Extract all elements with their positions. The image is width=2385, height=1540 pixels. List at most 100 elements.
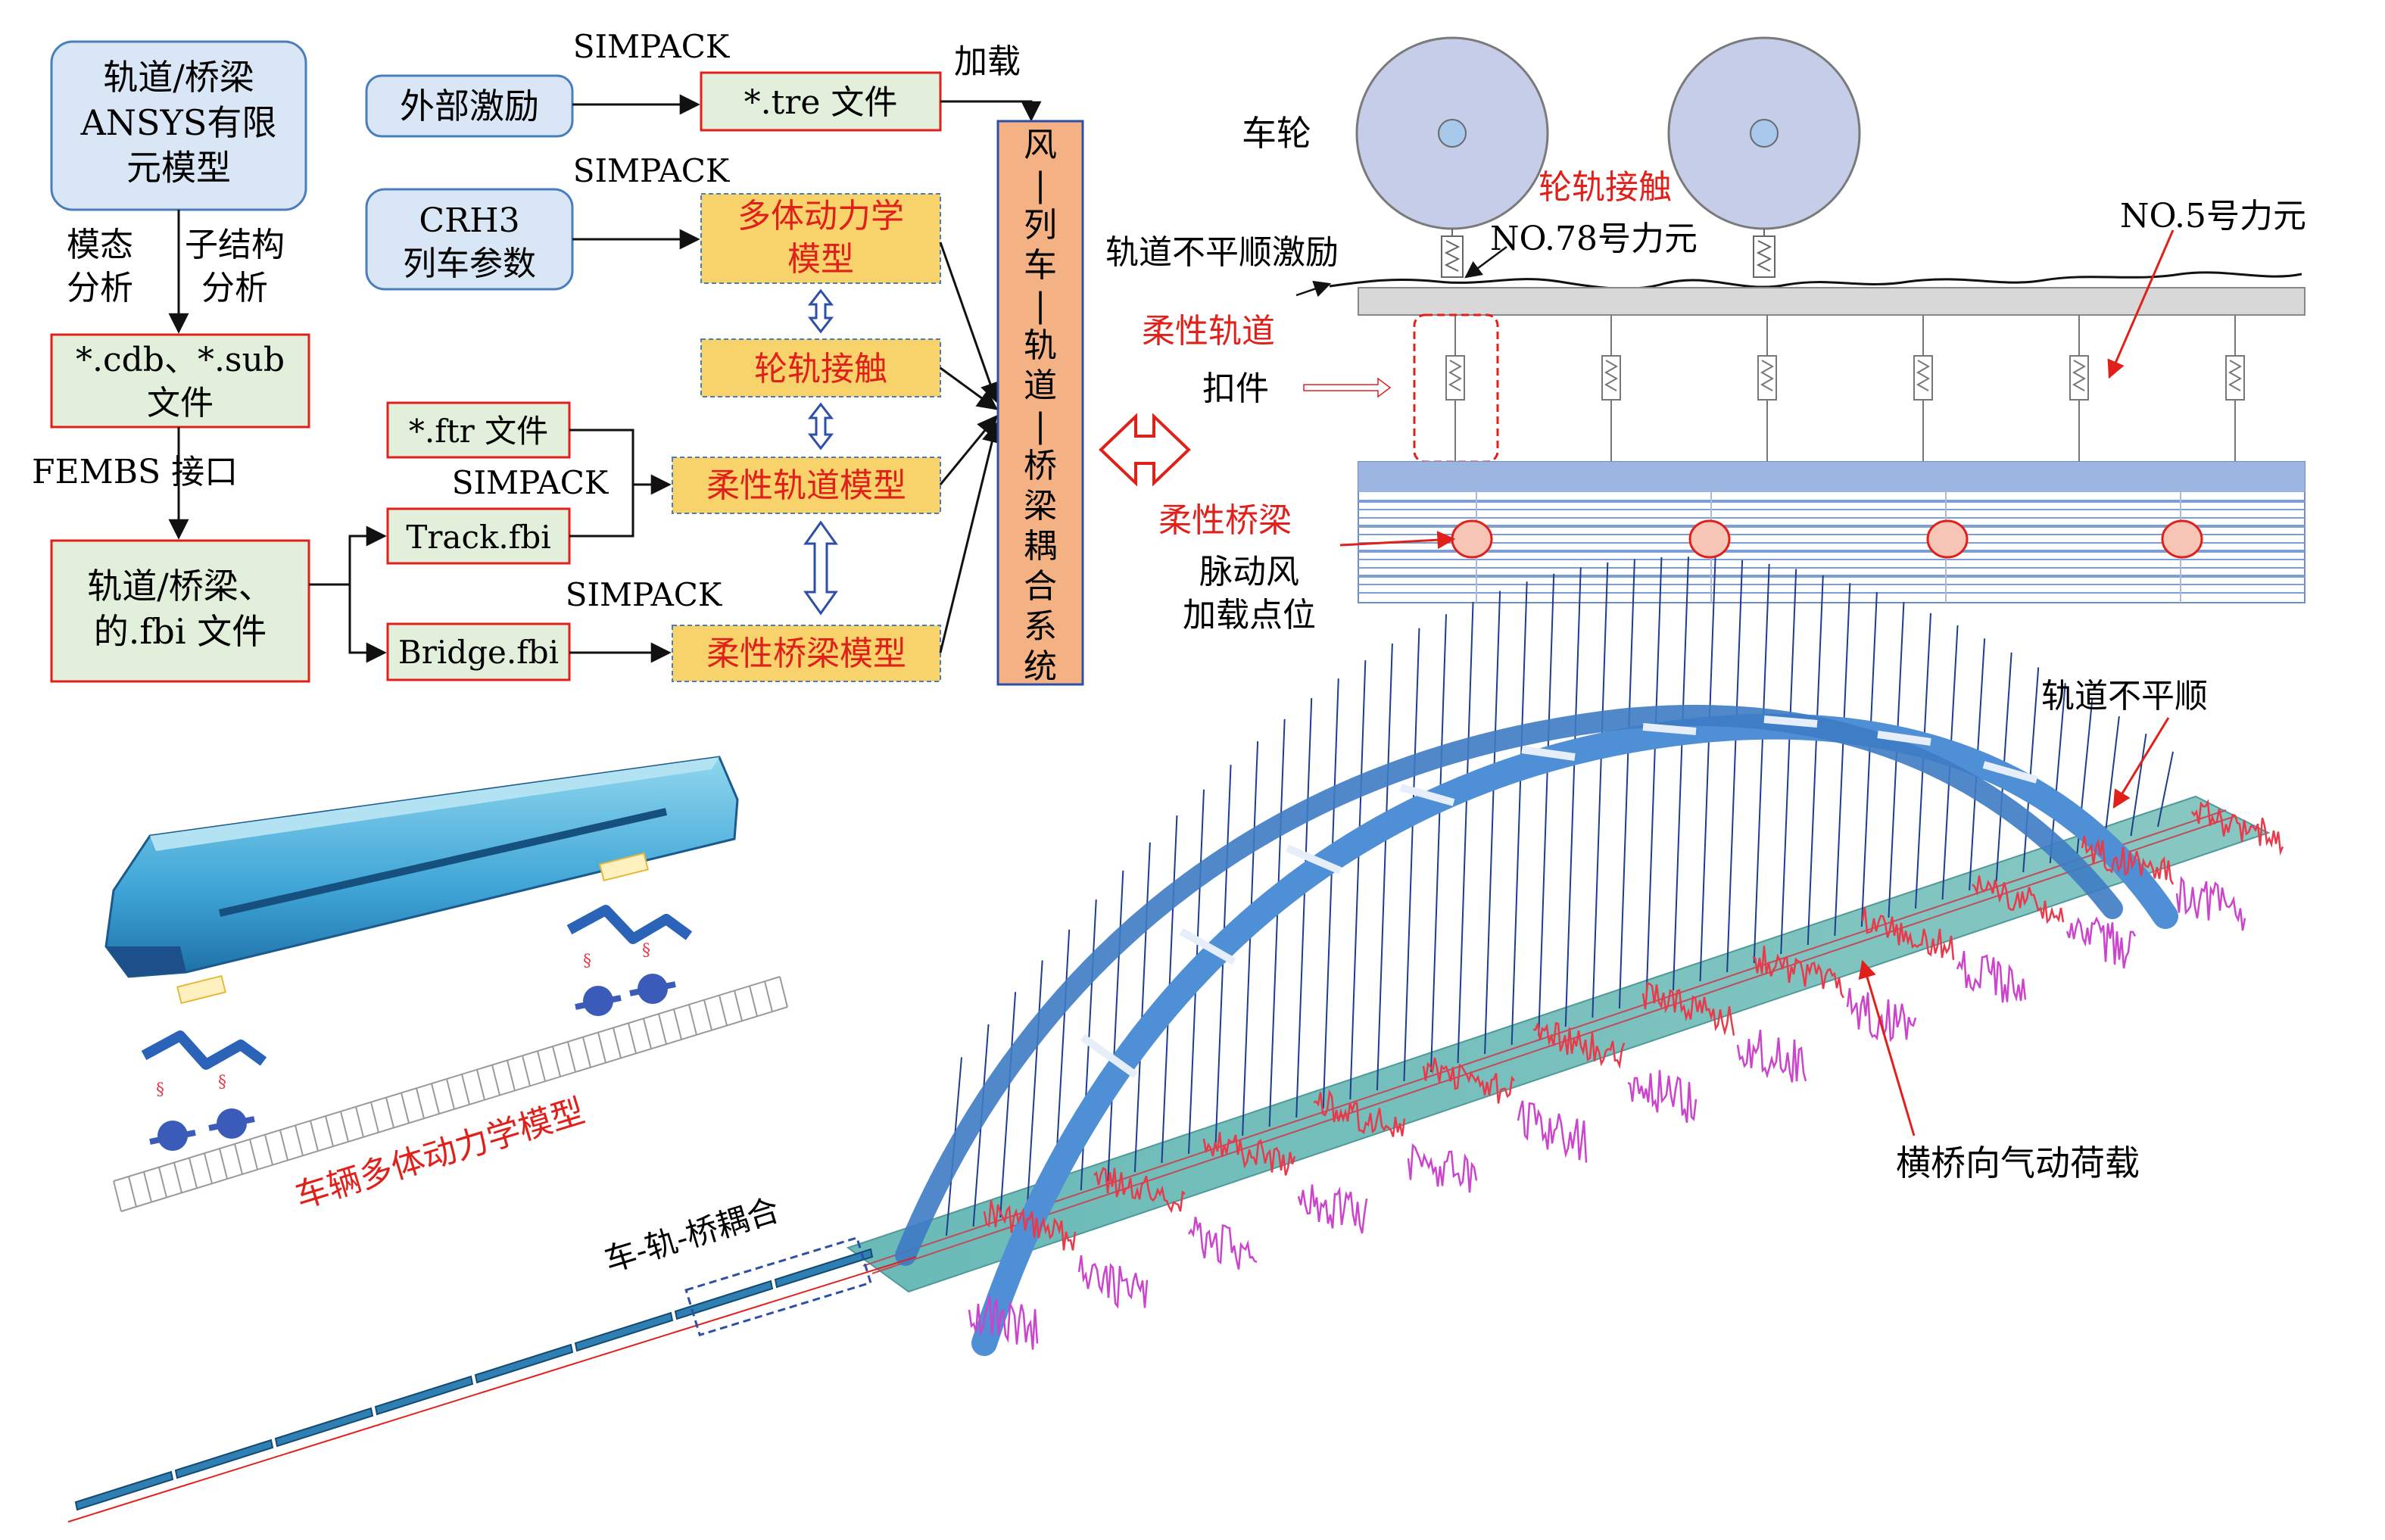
fastener-spring [1913, 315, 1933, 462]
rail-track-3d [113, 976, 788, 1212]
simpack-label-track: SIMPACK [452, 464, 610, 501]
fembs-interface-label: FEMBS 接口 [32, 453, 238, 491]
vehicle-multibody-model-label: 车辆多体动力学模型 [291, 1092, 589, 1217]
track-bridge-schematic: 车轮 轮轨接触 NO.78号力元 轨道不平顺激励 NO.5号力元 柔性轨道 扣件 [1105, 36, 2306, 634]
train-car [574, 1311, 674, 1352]
bridge-girder [1358, 461, 2306, 603]
svg-text:§: § [583, 952, 591, 971]
ftr-file-text: *.ftr 文件 [409, 413, 548, 450]
wheel-1 [1355, 36, 1549, 230]
svg-text:§: § [218, 1073, 226, 1092]
external-excitation-box: 外部激励 [365, 74, 574, 138]
bridge-fbi-text: Bridge.fbi [398, 634, 559, 671]
arrows-to-coupling [939, 242, 1002, 653]
arch-rib-inner [895, 704, 2123, 1266]
fastener-spring [2069, 315, 2089, 462]
flexible-track-box: 柔性轨道模型 [672, 457, 941, 514]
wind-load-point [1926, 519, 1969, 559]
flexible-track-text: 柔性轨道模型 [706, 466, 906, 505]
track-fbi-box: Track.fbi [386, 507, 571, 565]
no5-force-element-label: NO.5号力元 [2120, 197, 2306, 235]
wheel-2 [1667, 36, 1861, 230]
substructure-analysis-label: 子结构分析 [185, 226, 285, 307]
wheel-label: 车轮 [1242, 113, 1311, 154]
train-car [674, 1280, 774, 1320]
modal-analysis-label: 模态分析 [67, 226, 133, 307]
arch-bracing [1080, 715, 2038, 1079]
fbi-file-text: 轨道/桥梁、的.fbi 文件 [87, 566, 273, 652]
train-car-body [104, 756, 739, 978]
coupled-3d-scene: §§ §§ 车辆多体动力学模型 车-轨-桥耦合 轨道不平顺 [67, 556, 2284, 1523]
vehicle-track-bridge-coupling-label: 车-轨-桥耦合 [600, 1191, 784, 1280]
arrow-no78 [1464, 245, 1507, 279]
arrow-wind-point [1339, 531, 1456, 550]
coupling-system-text: 风|列车|轨道|桥梁耦合系统 [1024, 126, 1057, 686]
track-fbi-text: Track.fbi [406, 519, 550, 556]
train-car [74, 1470, 174, 1511]
load-label: 加载 [954, 42, 1021, 81]
bridge-fbi-box: Bridge.fbi [386, 622, 571, 681]
wind-load-point-label: 脉动风加载点位 [1183, 553, 1316, 634]
fasteners [1445, 315, 2245, 462]
tre-file-text: *.tre 文件 [744, 83, 898, 122]
big-double-arrow [1099, 413, 1191, 487]
fastener-spring [1601, 315, 1621, 462]
train-car [274, 1407, 374, 1448]
arrow-irregularity [1295, 280, 1332, 298]
bogie-rear: §§ [141, 974, 267, 1151]
ftr-file-box: *.ftr 文件 [386, 401, 571, 459]
multibody-model-text: 多体动力学模型 [737, 197, 904, 279]
wheel-rail-contact-box: 轮轨接触 [700, 338, 941, 397]
arch-rib-outer [971, 713, 2178, 1356]
irregularity-curve [1329, 271, 2302, 290]
arrow-aero-load [1858, 959, 1916, 1136]
rail-bar [1358, 287, 2306, 316]
fastener-spring [1445, 315, 1465, 462]
flexible-bridge-label: 柔性桥梁 [1158, 501, 1292, 540]
arrow-fbi-to-bridge [348, 585, 387, 663]
train-car [374, 1375, 474, 1416]
arrow-fbi-to-track [309, 525, 387, 586]
external-excitation-text: 外部激励 [400, 86, 539, 126]
fastener-spring [1757, 315, 1777, 462]
simpack-label-mbd: SIMPACK [573, 152, 731, 189]
tre-file-box: *.tre 文件 [700, 71, 942, 132]
coupling-system-box: 风|列车|轨道|桥梁耦合系统 [996, 120, 1084, 686]
contact-spring-1 [1441, 229, 1464, 278]
flexible-track-label: 柔性轨道 [1142, 312, 1275, 351]
fastener-highlight [1413, 313, 1499, 463]
aero-load-traces [968, 799, 2284, 1350]
train-car [774, 1248, 874, 1289]
track-irregularity-label: 轨道不平顺 [2041, 677, 2208, 715]
wheel-rail-contact-text: 轮轨接触 [754, 350, 887, 388]
bogie-front: §§ [566, 852, 693, 1016]
train-car [174, 1439, 274, 1479]
svg-text:§: § [156, 1080, 164, 1099]
arrow-track-irregularity [2112, 717, 2170, 809]
wind-load-point [2161, 519, 2203, 559]
transverse-aero-load-label: 横桥向气动荷载 [1896, 1143, 2140, 1183]
fastener-spring [2225, 315, 2245, 462]
flexible-bridge-box: 柔性桥梁模型 [672, 625, 941, 682]
fastener-hollow-arrow [1303, 377, 1392, 398]
arrow-no5 [2107, 229, 2175, 379]
wheel-rail-contact-label: 轮轨接触 [1539, 168, 1672, 207]
fbi-file-box: 轨道/桥梁、的.fbi 文件 [50, 539, 310, 683]
double-arrow-1 [807, 288, 834, 334]
simpack-label-tre: SIMPACK [573, 28, 731, 65]
train-car [474, 1343, 574, 1384]
coupling-highlight [684, 1236, 872, 1337]
no78-force-element-label: NO.78号力元 [1490, 220, 1698, 258]
wind-load-point [1451, 519, 1493, 559]
fastener-label: 扣件 [1202, 369, 1269, 408]
contact-spring-2 [1753, 229, 1776, 278]
double-arrow-2 [807, 402, 834, 450]
double-arrow-3 [803, 520, 838, 616]
